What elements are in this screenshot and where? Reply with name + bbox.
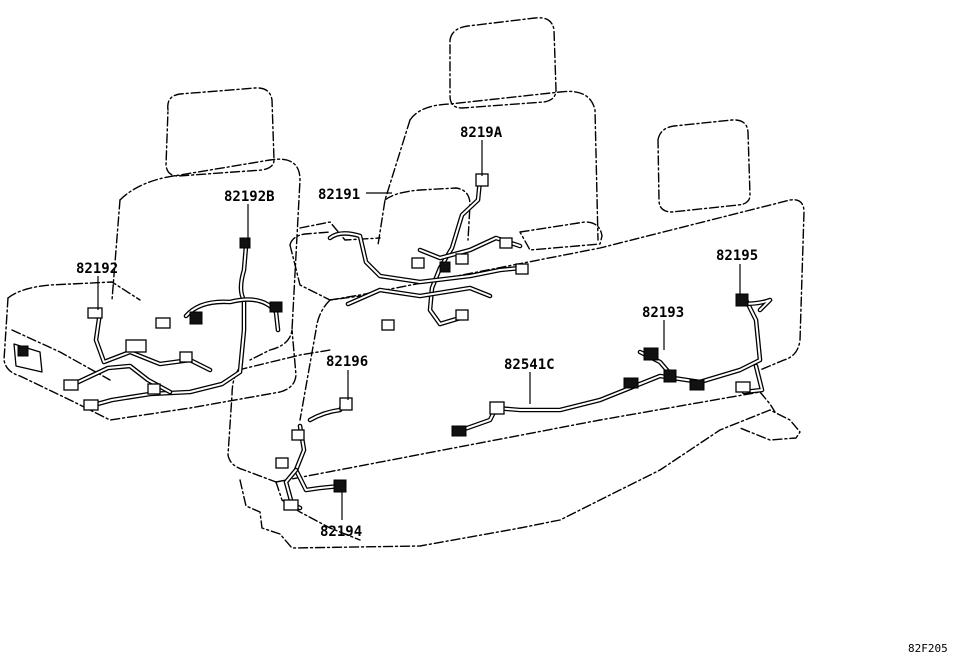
- left-seat-connectors: [17, 237, 283, 411]
- part-label-82195: 82195: [716, 248, 758, 264]
- part-label-82192: 82192: [76, 261, 118, 277]
- left-seat-outline: [3, 87, 301, 421]
- part-label-82194: 82194: [320, 524, 362, 540]
- rear-bench-connectors: [275, 293, 751, 511]
- part-label-82196: 82196: [326, 354, 368, 370]
- part-labels: 82192B 82191 8219A 82192 82195 82193 825…: [76, 125, 758, 540]
- part-label-82192B: 82192B: [224, 189, 275, 205]
- part-label-8219A: 8219A: [460, 125, 503, 141]
- center-seat-outline: [289, 17, 603, 301]
- center-seat-harness: [327, 177, 523, 327]
- center-seat-connectors: [381, 173, 529, 331]
- leader-lines: [97, 140, 741, 520]
- part-label-82193: 82193: [642, 305, 684, 321]
- part-label-82541C: 82541C: [504, 357, 555, 373]
- figure-code: 82F205: [908, 642, 948, 655]
- part-label-82191: 82191: [318, 187, 360, 203]
- rear-bench-outline: [227, 119, 805, 549]
